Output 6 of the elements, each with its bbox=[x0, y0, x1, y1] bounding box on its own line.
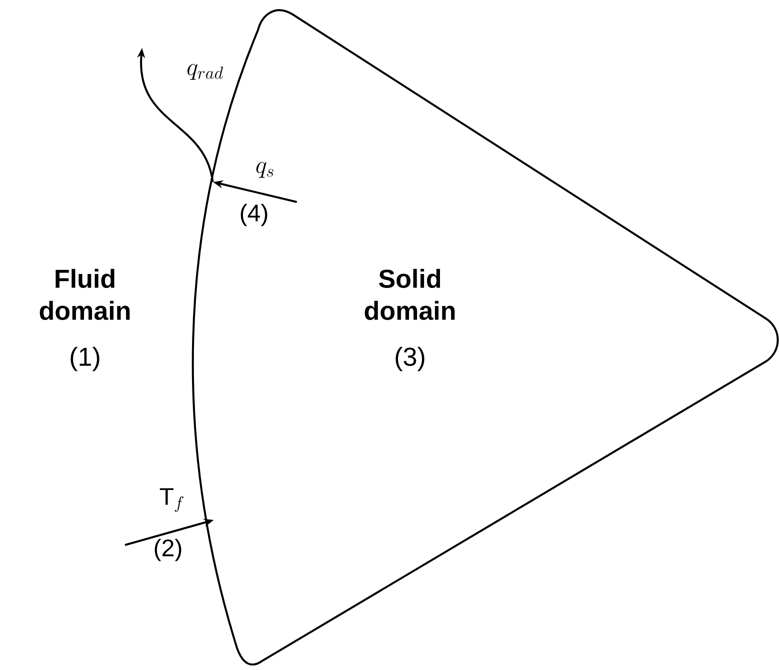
region-number: (4) bbox=[240, 204, 268, 226]
edge-label: $q_{rad}$ bbox=[187, 64, 223, 80]
edge-label: $q_s$ bbox=[256, 162, 274, 178]
domain-label: Fluid domain (1) bbox=[40, 268, 130, 372]
region-number: (2) bbox=[154, 538, 182, 562]
edge-label: $\mathrm{T}_f$ bbox=[160, 488, 184, 512]
